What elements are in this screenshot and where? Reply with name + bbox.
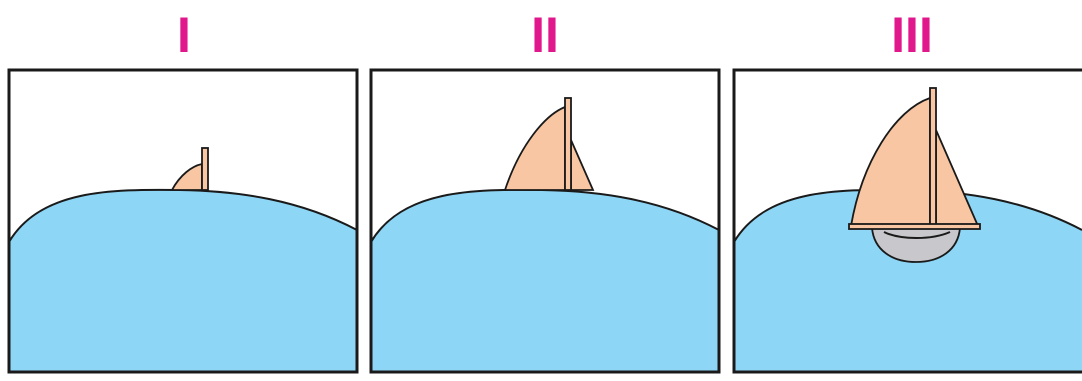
- panel-3-frame: [732, 68, 1082, 374]
- panel-2-mainsail: [503, 105, 566, 191]
- panel-3-border: [732, 68, 1082, 374]
- panel-1: I: [7, 7, 359, 374]
- panel-3-sea: [734, 189, 1082, 372]
- panel-2-label: II: [531, 7, 559, 63]
- panel-2-mast: [564, 97, 572, 191]
- panel-1-sail: [170, 162, 203, 191]
- panel-1-sea: [9, 189, 357, 372]
- panel-1-mast: [201, 147, 209, 191]
- panel-3-label: III: [891, 7, 933, 63]
- panel-2: II: [369, 7, 721, 374]
- panel-3-mast: [929, 87, 937, 229]
- panel-1-frame: [7, 68, 359, 374]
- panel-3-boom: [848, 223, 981, 230]
- panel-3-mainsail: [849, 96, 931, 227]
- panel-2-frame: [369, 68, 721, 374]
- panel-2-sea: [371, 189, 719, 372]
- panel-3: III: [732, 7, 1082, 374]
- panel-3-hull-waterline: [883, 231, 951, 239]
- panel-2-border: [369, 68, 721, 374]
- panel-2-jib: [570, 139, 595, 191]
- panel-3-jib: [935, 129, 980, 227]
- panel-1-border: [7, 68, 359, 374]
- panel-1-label: I: [177, 7, 191, 63]
